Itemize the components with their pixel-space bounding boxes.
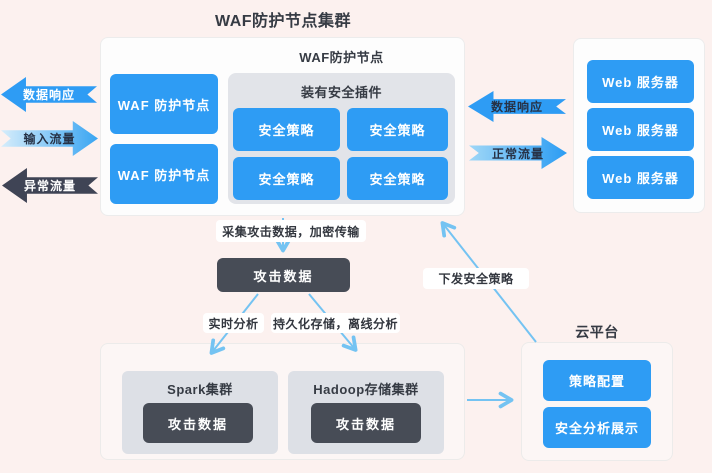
spark-title: Spark集群 (167, 382, 233, 397)
persist-analysis-label: 持久化存储，离线分析 (271, 313, 400, 333)
hadoop-title: Hadoop存储集群 (313, 382, 419, 397)
left-arrow-shape (2, 168, 98, 203)
hadoop-attack-data: 攻击数据 (311, 403, 421, 443)
security-policy-3: 安全策略 (233, 157, 340, 200)
security-policy-2: 安全策略 (347, 108, 448, 151)
security-policy-1: 安全策略 (233, 108, 340, 151)
analysis-display-box: 安全分析展示 (543, 407, 651, 448)
arrow-label: 数据响应 (490, 100, 543, 114)
arrow-label: 输入流量 (23, 132, 76, 146)
waf-node-detail-title: WAF防护节点 (299, 50, 384, 65)
policy-config-box: 策略配置 (543, 360, 651, 401)
deploy-policy-label: 下发安全策略 (423, 268, 529, 289)
spark-attack-data: 攻击数据 (143, 403, 253, 443)
cloud-platform-title: 云平台 (575, 324, 619, 340)
arrow-label: 数据响应 (22, 88, 75, 102)
arrow-label: 正常流量 (491, 146, 544, 161)
waf-node-2: WAF 防护节点 (110, 144, 218, 204)
waf-node-1: WAF 防护节点 (110, 74, 218, 134)
arrow-abnormal-traffic: 异常流量 (2, 168, 98, 203)
diagram-title: WAF防护节点集群 (214, 13, 352, 30)
security-policy-4: 安全策略 (347, 157, 448, 200)
left-arrow-shape (1, 77, 97, 112)
web-server-3: Web 服务器 (587, 156, 694, 199)
left-arrow-shape (468, 91, 566, 122)
collect-data-label: 采集攻击数据，加密传输 (216, 220, 366, 242)
arrow-label: 异常流量 (23, 179, 76, 193)
web-server-1: Web 服务器 (587, 60, 694, 103)
arrow-data-response-left: 数据响应 (1, 77, 97, 112)
attack-data-box: 攻击数据 (217, 258, 350, 292)
arrow-normal-traffic: 正常流量 (469, 137, 567, 169)
plugin-panel-title: 装有安全插件 (300, 85, 382, 100)
web-server-2: Web 服务器 (587, 108, 694, 151)
right-arrow-shape (469, 137, 567, 169)
arrow-data-response-mid: 数据响应 (468, 91, 566, 122)
arrow-input-traffic: 输入流量 (1, 121, 98, 156)
realtime-analysis-label: 实时分析 (203, 313, 264, 333)
right-arrow-shape (1, 121, 98, 156)
